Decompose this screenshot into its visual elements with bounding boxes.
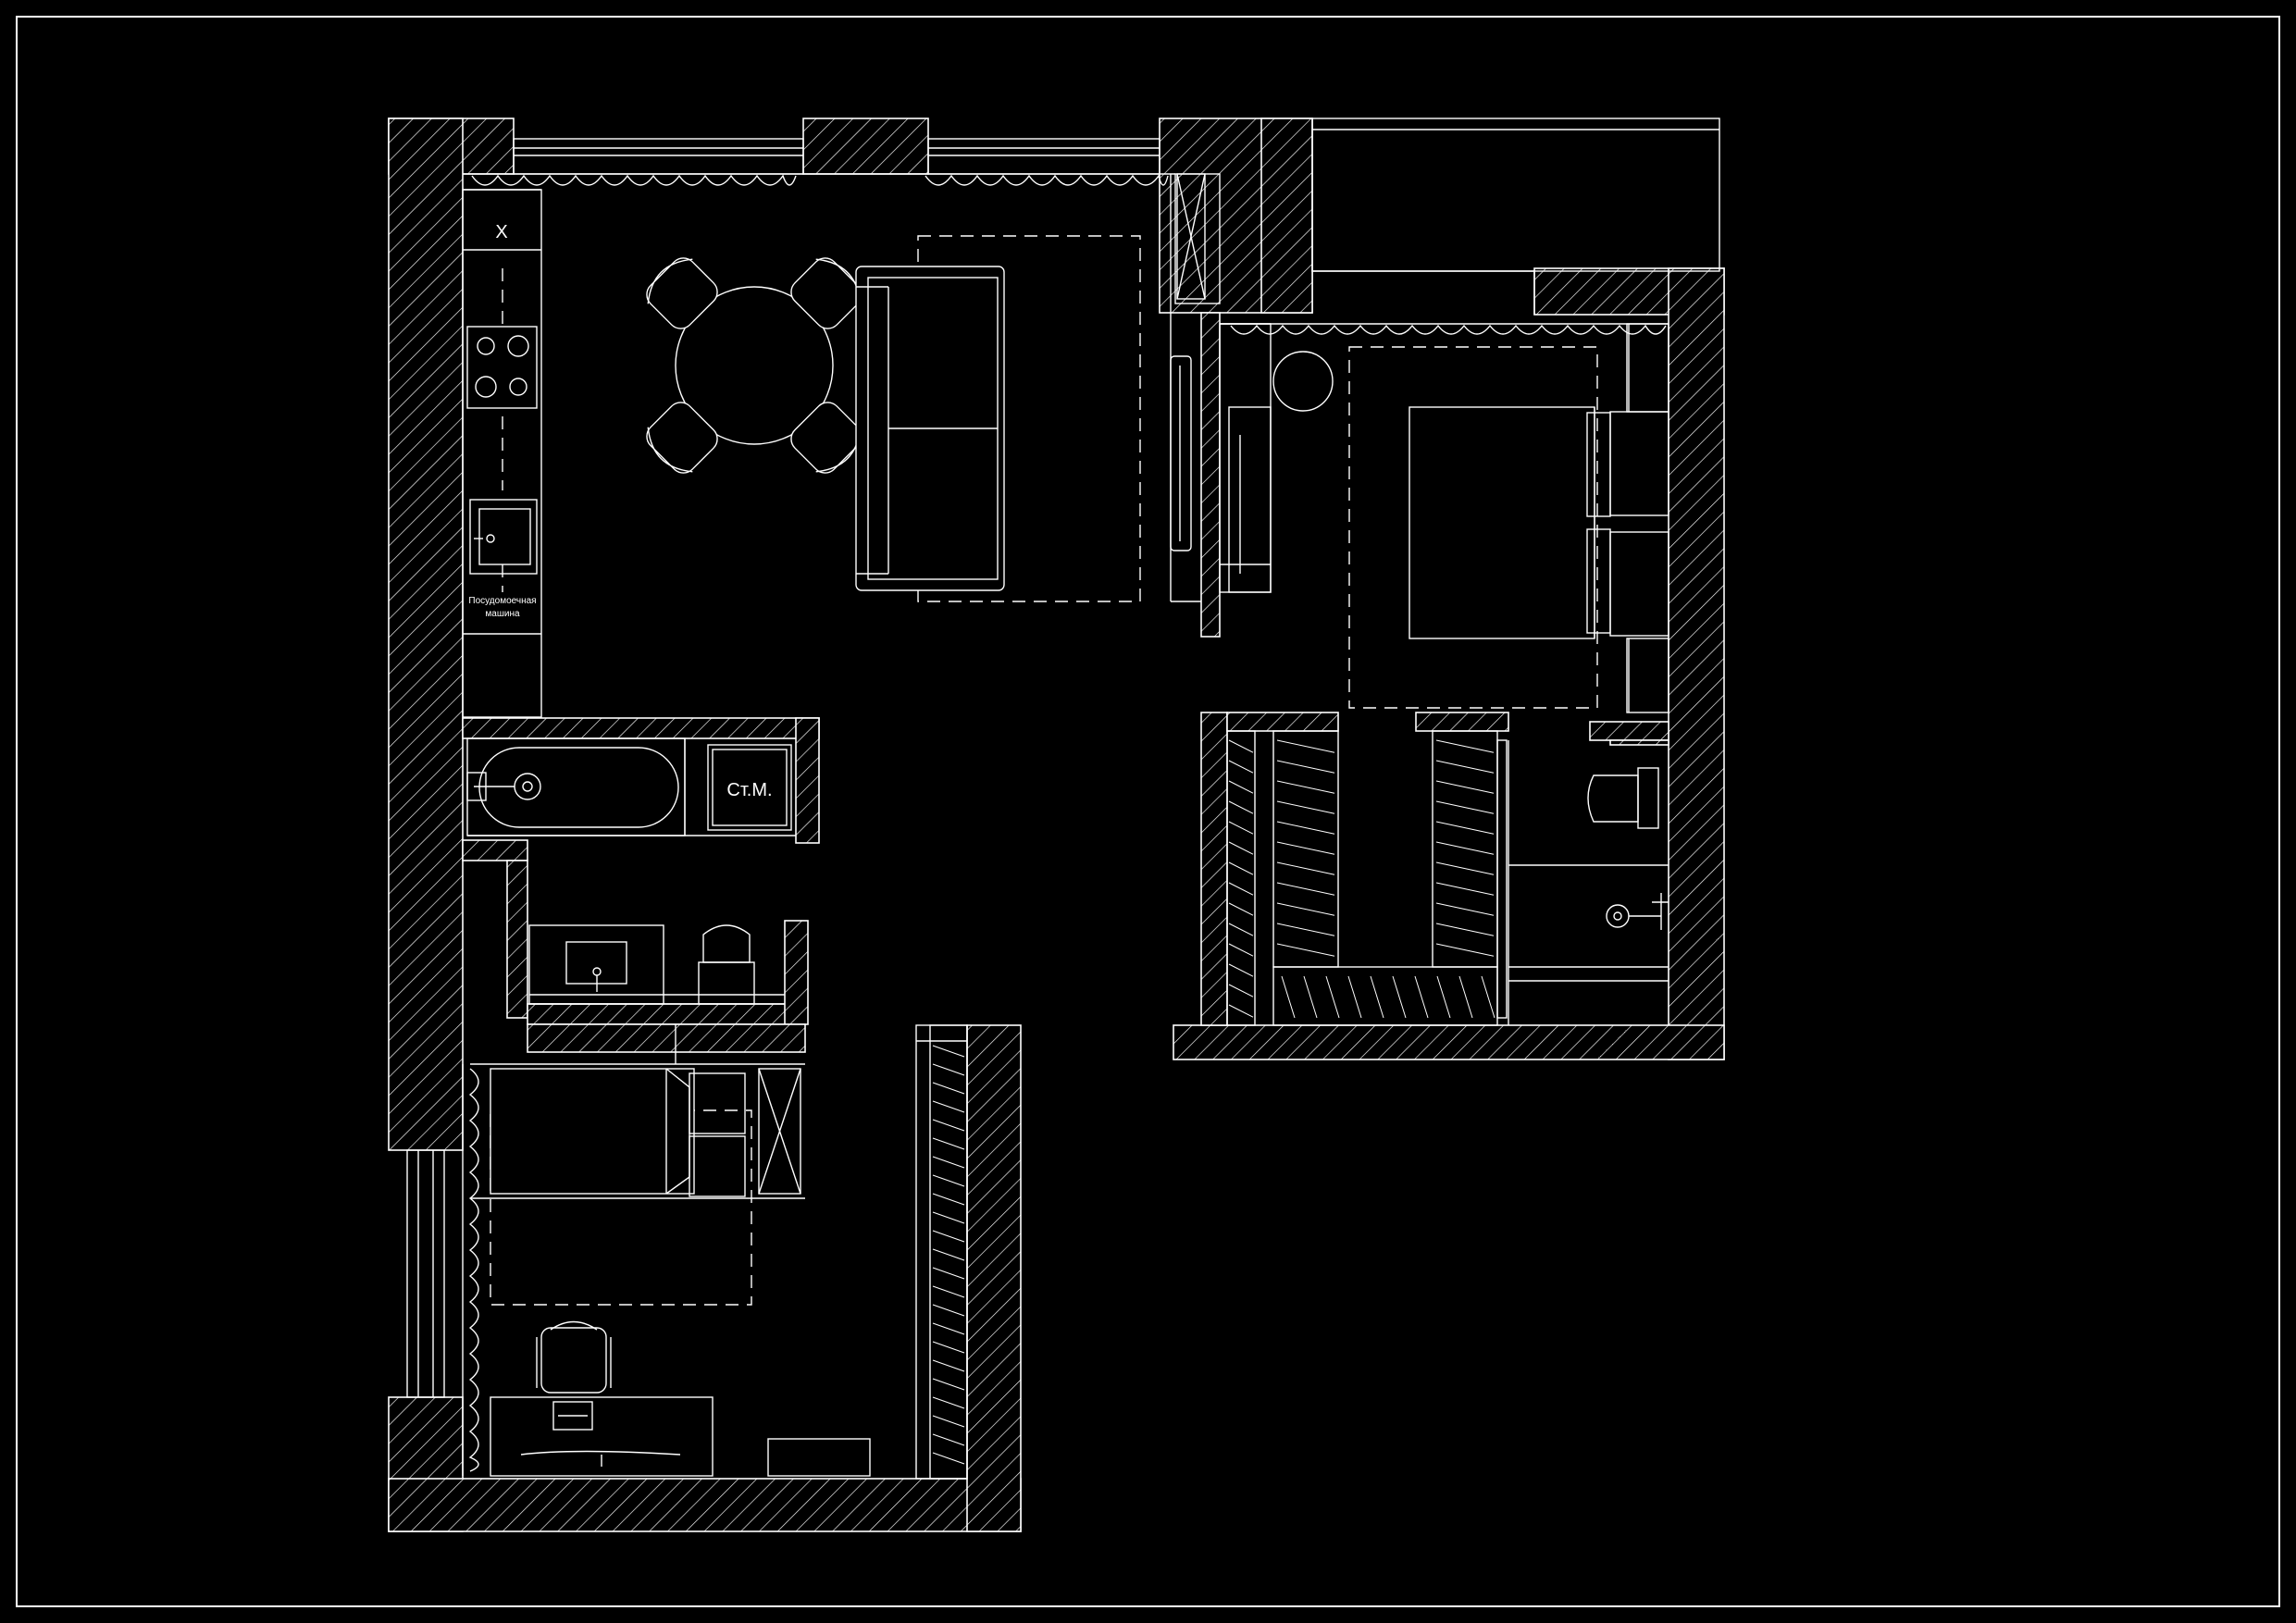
windows [406,118,1720,1398]
toilet-icon [698,924,755,1005]
wardrobe [915,1024,968,1480]
bathtub-icon [466,737,686,836]
desk-chair-icon [536,1320,612,1394]
nightstand-icon [1609,411,1669,516]
bathroom: Ст.М. [466,737,796,1005]
single-bed-icon [490,1068,695,1195]
walls [388,118,1725,1532]
bench-icon [767,1438,871,1477]
dining-chair-icon [646,257,718,329]
tv-wall [1170,173,1221,602]
monitor-icon [520,1450,681,1456]
washing-machine-icon: Ст.М. [707,744,792,831]
curtains [462,173,1669,1476]
master-bathroom [1508,740,1669,1025]
dining-table-icon [646,257,863,474]
kitchen: X Посудомоечная машина [462,189,542,718]
kitchen-sink-icon [469,499,538,575]
hob-icon [466,326,538,409]
child-room [470,1024,871,1477]
nightstand-icon [689,1135,746,1197]
bed-icon [1409,406,1611,639]
page-frame [16,16,2280,1607]
desk-icon [490,1396,714,1477]
nightstand-icon [689,1072,746,1134]
toilet-icon [1587,767,1659,829]
washbasin-icon [528,924,664,1005]
dining-chair-icon [646,402,718,474]
dishwasher-label-line2: машина [485,609,520,619]
sofa-icon [855,235,1141,602]
walk-in-wardrobe [1226,730,1508,1026]
laptop-icon [552,1401,593,1431]
washing-machine-label: Ст.М. [726,780,772,800]
bedroom [1219,323,1669,713]
nightstand-icon [1609,531,1669,637]
shower-icon [1606,893,1669,930]
sink-marker-label: X [495,222,507,242]
armchair-icon [1272,351,1334,412]
dishwasher-label-line1: Посудомоечная [468,596,536,606]
